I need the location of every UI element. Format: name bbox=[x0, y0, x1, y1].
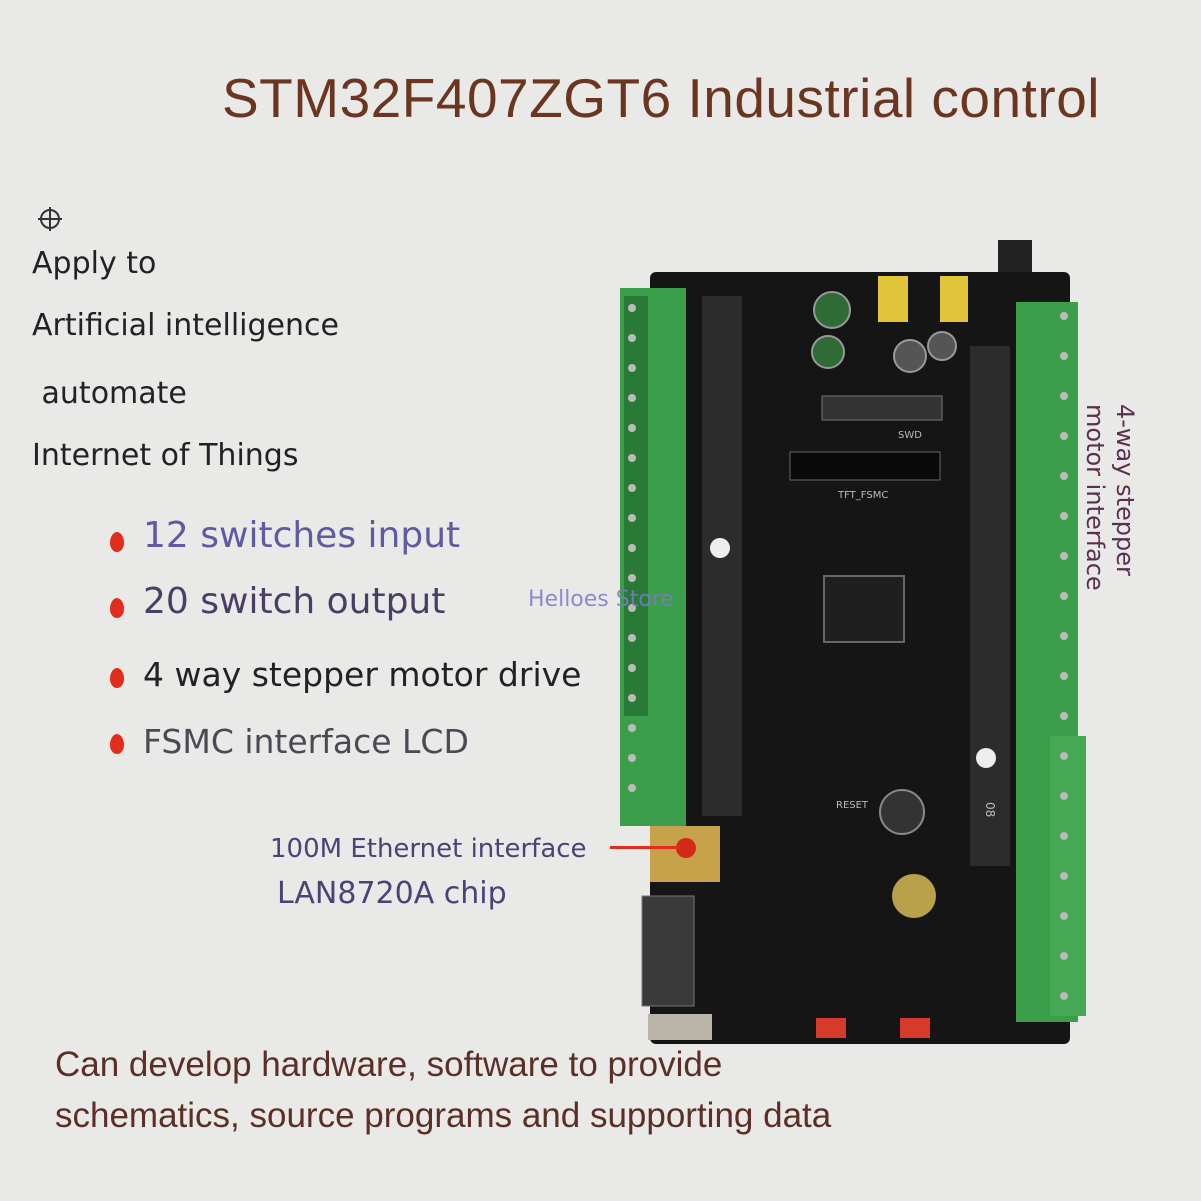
ethernet-chip-label: LAN8720A chip bbox=[277, 876, 507, 911]
page-title: STM32F407ZGT6 Industrial control bbox=[222, 67, 1101, 129]
ethernet-label: 100M Ethernet interface bbox=[270, 834, 587, 864]
bullet-icon bbox=[110, 532, 124, 552]
apply-item-automate: automate bbox=[32, 376, 187, 411]
silk-num: 08 bbox=[983, 802, 997, 817]
store-watermark: Helloes Store bbox=[528, 587, 674, 612]
bullet-icon bbox=[110, 734, 124, 754]
silk-swd: SWD bbox=[898, 430, 922, 441]
pcb-board-image: SWD TFT_FSMC RESET 08 bbox=[620, 240, 1086, 1044]
silk-tft: TFT_FSMC bbox=[837, 490, 888, 501]
apply-heading: Apply to bbox=[32, 246, 157, 281]
silk-reset: RESET bbox=[836, 800, 869, 811]
bullet-icon bbox=[110, 668, 124, 688]
bullet-icon bbox=[110, 598, 124, 618]
stepper-interface-label: 4-way stepper motor interface bbox=[1081, 404, 1139, 591]
bottom-text-line1: Can develop hardware, software to provid… bbox=[55, 1045, 723, 1084]
feature-switch-input: 12 switches input bbox=[143, 515, 461, 556]
bottom-text-line2: schematics, source programs and supporti… bbox=[55, 1096, 832, 1135]
crosshair-icon bbox=[38, 207, 62, 231]
feature-switch-output: 20 switch output bbox=[143, 581, 446, 622]
apply-item-iot: Internet of Things bbox=[32, 438, 299, 473]
feature-fsmc-lcd: FSMC interface LCD bbox=[143, 722, 469, 761]
apply-item-ai: Artificial intelligence bbox=[32, 308, 339, 343]
ethernet-pointer-line bbox=[610, 846, 680, 849]
feature-stepper-drive: 4 way stepper motor drive bbox=[143, 655, 582, 694]
